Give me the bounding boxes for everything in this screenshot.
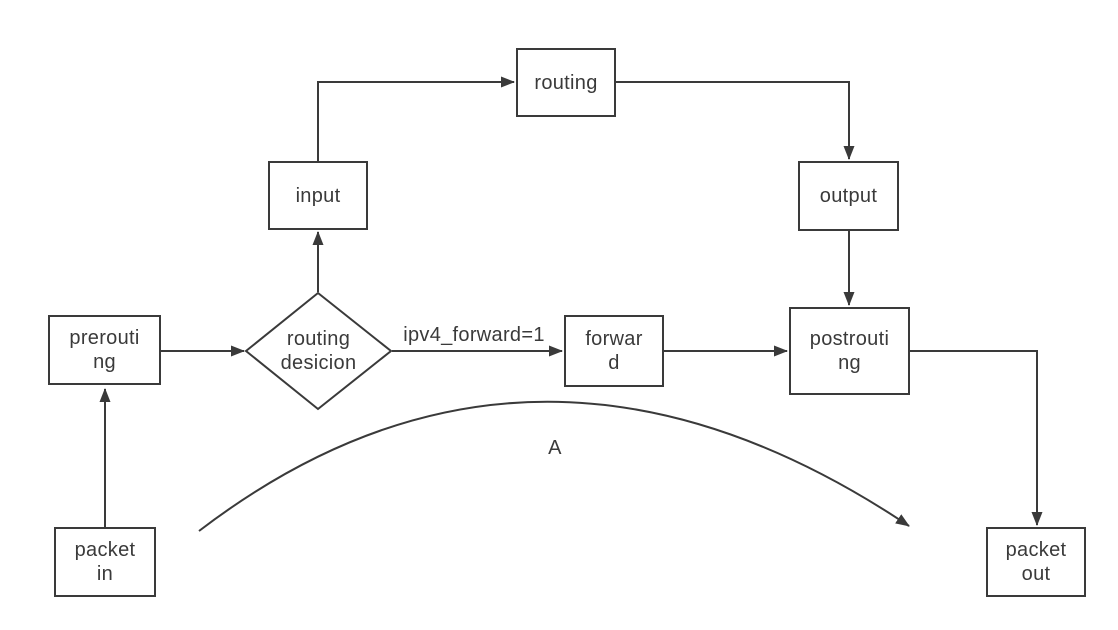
edge-bypass-curve (198, 400, 910, 532)
edge-postrouting-to-packet-out (910, 350, 1043, 526)
node-forward: forwar d (564, 315, 664, 387)
node-routing: routing (516, 48, 616, 117)
node-packet-in: packet in (54, 527, 156, 597)
edge-input-to-routing (317, 76, 515, 161)
node-prerouting: prerouti ng (48, 315, 161, 385)
edge-label-ipv4-forward: ipv4_forward=1 (403, 324, 545, 346)
node-output: output (798, 161, 899, 231)
decision-diamond-shape (244, 291, 393, 411)
node-input: input (268, 161, 368, 230)
edge-label-a: A (548, 437, 562, 459)
node-routing-decision: routing desicion (280, 328, 357, 374)
edge-routing-to-output (616, 81, 855, 160)
node-packet-out: packet out (986, 527, 1086, 597)
node-postrouting: postrouti ng (789, 307, 910, 395)
